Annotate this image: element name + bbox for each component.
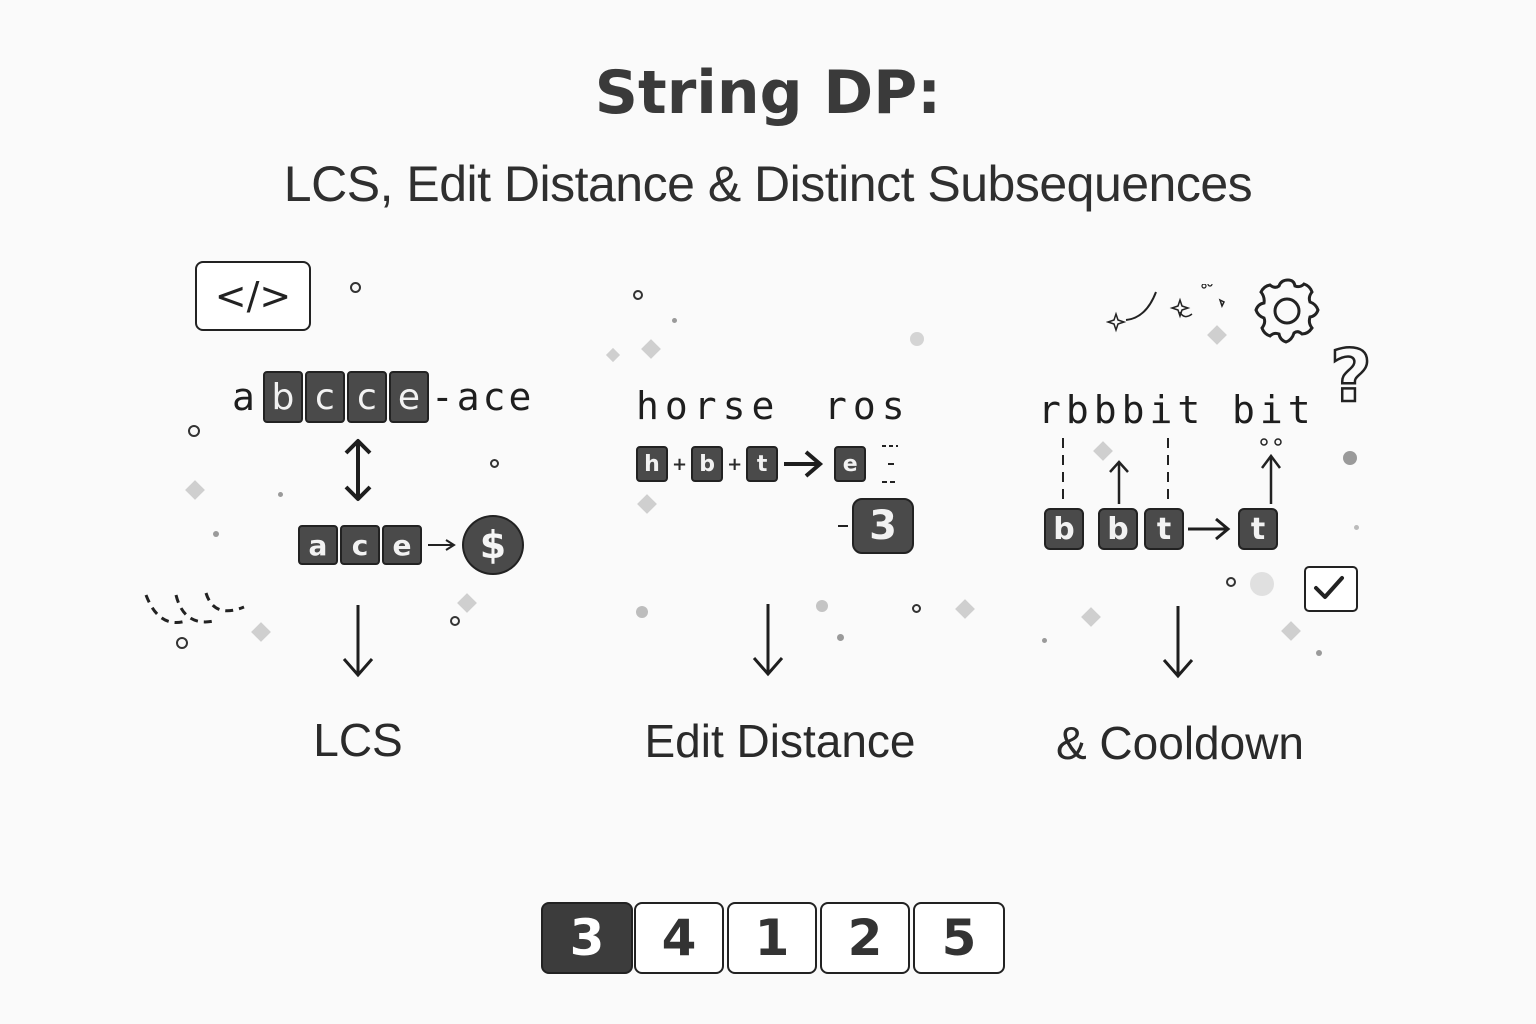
dash-decoration <box>838 525 848 527</box>
dot-decoration <box>672 318 677 323</box>
dot-decoration <box>1316 650 1322 656</box>
gear-icon <box>1254 278 1320 344</box>
distinct-tile: b <box>1098 508 1138 550</box>
page-button[interactable]: 1 <box>727 902 817 974</box>
dot-decoration <box>278 492 283 497</box>
page-button[interactable]: 2 <box>820 902 910 974</box>
edit-distance-result: 3 <box>838 498 914 554</box>
lcs-result-tile: a <box>298 525 338 565</box>
distinct-tile: t <box>1144 508 1184 550</box>
dot-decoration <box>1250 572 1274 596</box>
ring-decoration <box>450 616 460 626</box>
arrow-right-icon <box>428 539 456 551</box>
distinct-result-tile: t <box>1238 508 1278 550</box>
edit-distance-panel: horse ros h + b + t e 3 Edit Distance <box>600 380 960 780</box>
distinct-tiles: b b t t <box>1044 508 1278 550</box>
lcs-source-tile: b <box>262 371 303 423</box>
page-button-active[interactable]: 3 <box>541 902 633 974</box>
distinct-word2: bit <box>1232 388 1316 432</box>
lcs-source-prefix: a <box>232 375 259 419</box>
dot-decoration <box>837 634 844 641</box>
sparkle-icon <box>1106 284 1226 333</box>
lcs-result-tile: c <box>340 525 380 565</box>
edit-result-tile: e <box>834 446 867 482</box>
dashed-bracket-decoration <box>882 445 899 483</box>
double-arrow-icon <box>344 439 372 501</box>
edit-op-tile: t <box>746 446 779 482</box>
ring-decoration <box>912 604 921 613</box>
lcs-result: a c e $ <box>298 515 524 575</box>
edit-operations: h + b + t e <box>636 444 902 484</box>
arrow-down-icon <box>342 605 374 678</box>
dot-decoration <box>816 600 828 612</box>
lcs-result-tile: e <box>382 525 422 565</box>
ring-decoration <box>350 282 361 293</box>
arrow-down-icon <box>752 604 784 677</box>
dashed-arcs-decoration <box>144 592 245 624</box>
lcs-panel: </> a b c c e -ace a c e $ LCS <box>140 255 540 775</box>
edit-op-tile: h <box>636 446 668 482</box>
distinct-word1: rbbbit <box>1038 388 1206 432</box>
page-button[interactable]: 4 <box>634 902 724 974</box>
dot-decoration <box>1042 638 1047 643</box>
lcs-source-tile: e <box>388 371 429 423</box>
distinct-tile: b <box>1044 508 1084 550</box>
dot-decoration <box>1343 451 1357 465</box>
dot-decoration <box>910 332 924 346</box>
sparkle-decoration <box>605 347 621 363</box>
dot-decoration <box>636 606 648 618</box>
page-title: String DP: <box>594 58 942 128</box>
ring-decoration <box>490 459 499 468</box>
dot-decoration <box>213 531 219 537</box>
question-mark-icon: ? <box>1329 333 1373 420</box>
checkbox-checked-icon <box>1304 566 1358 612</box>
lcs-label: LCS <box>313 714 403 766</box>
arrow-down-icon <box>1162 606 1194 679</box>
ring-decoration <box>176 637 188 649</box>
lcs-source-string: a b c c e -ace <box>232 371 534 423</box>
plus-icon: + <box>672 453 688 475</box>
distinct-subsequences-panel: ? rbbbit bit b b t t & Cooldown <box>1020 260 1400 780</box>
page-subtitle: LCS, Edit Distance & Distinct Subsequenc… <box>283 156 1253 212</box>
code-brackets-icon: </> <box>195 261 311 331</box>
ring-decoration <box>1226 577 1236 587</box>
edit-distance-badge: 3 <box>852 498 914 554</box>
edit-word1: horse <box>636 384 781 428</box>
sparkle-decoration <box>641 339 661 359</box>
arrow-right-icon <box>784 450 824 478</box>
lcs-source-tile: c <box>304 371 345 423</box>
dot-decoration <box>1354 525 1359 530</box>
lcs-source-suffix: -ace <box>430 375 535 419</box>
dollar-icon: $ <box>462 515 524 575</box>
mapping-lines-decoration <box>1062 438 1282 504</box>
ring-decoration <box>188 425 200 437</box>
distinct-label: & Cooldown <box>1055 717 1305 769</box>
page-button[interactable]: 5 <box>913 902 1005 974</box>
edit-word2: ros <box>824 384 911 428</box>
edit-distance-label: Edit Distance <box>644 715 916 767</box>
arrow-right-icon <box>1188 517 1231 541</box>
edit-op-tile: b <box>691 446 724 482</box>
plus-icon: + <box>727 453 743 475</box>
lcs-source-tile: c <box>346 371 387 423</box>
ring-decoration <box>633 290 643 300</box>
